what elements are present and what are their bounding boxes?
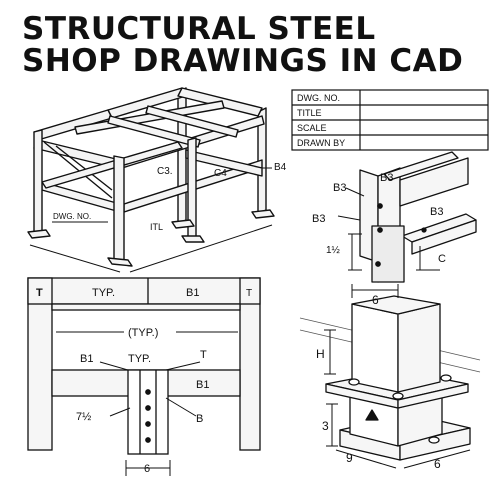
label-b1-left: B1: [80, 353, 93, 365]
label-dim-seven-half: 7½: [76, 411, 91, 423]
title-block-row-title: TITLE: [297, 108, 322, 118]
label-b1-top: B1: [186, 287, 199, 299]
title-block-row-scale: SCALE: [297, 123, 327, 133]
beam-top: [27, 277, 261, 305]
label-typ-mid: TYP.: [128, 353, 151, 365]
bolt-icon: [145, 405, 151, 411]
label-b: B: [196, 413, 203, 425]
label-c3: C3.: [157, 166, 173, 177]
base-plate-4: [251, 209, 275, 219]
label-dim-top: 6: [372, 293, 379, 307]
base-plate-3: [181, 235, 205, 243]
connection-dimension-lines: [337, 187, 440, 271]
label-typ-top: TYP.: [92, 287, 115, 299]
label-b3-top-left: B3: [333, 182, 346, 194]
label-dim-one-half: 1½: [326, 245, 341, 256]
anchor-bolt-icon: [392, 392, 404, 400]
bolt-icon: [377, 227, 383, 233]
beam-top-web: [399, 157, 469, 207]
base-plate-side: [397, 383, 469, 409]
beam-secondary: [51, 303, 241, 311]
label-b3-top-right: B3: [380, 172, 393, 184]
title-block-row-drawn-by: DRAWN BY: [297, 138, 345, 148]
column-front: [351, 303, 399, 393]
connection-detail: [359, 151, 477, 283]
frame-dimension-lines: [29, 167, 273, 273]
bolt-icon: [375, 261, 381, 267]
column-front-left: [33, 129, 43, 235]
column-left: [27, 277, 53, 451]
beam-mid-left: [41, 141, 183, 189]
bearing-symbol-icon: [365, 409, 379, 421]
label-b3-mid-left: B3: [312, 213, 325, 225]
label-t-left: T: [36, 287, 43, 299]
anchor-bolt-icon: [348, 378, 360, 386]
beam-mid-back: [185, 149, 263, 177]
base-plate-detail: [299, 295, 481, 461]
label-b3-right: B3: [430, 206, 443, 218]
label-typ-paren: (TYP.): [128, 327, 158, 339]
column-front-center: [113, 155, 125, 263]
title-block-row-dwg-no: DWG. NO.: [297, 93, 340, 103]
beam-top-flange: [383, 151, 459, 181]
title-block: [291, 89, 489, 151]
base-plate-2: [107, 257, 133, 267]
label-c: C: [438, 253, 446, 265]
label-t-right: T: [246, 288, 252, 299]
joist-top-3: [145, 105, 239, 138]
page-title-line-1: STRUCTURAL STEEL: [22, 11, 376, 47]
brace-left: [43, 141, 113, 199]
bolt-icon: [145, 421, 151, 427]
page-title-line-2: SHOP DRAWINGS IN CAD: [22, 43, 464, 79]
clip-plate: [371, 225, 405, 283]
label-c4: C4: [214, 168, 227, 179]
elevation-dimension-lines: [56, 331, 238, 476]
anchor-bolt-icon: [428, 436, 440, 444]
joist-top-2: [107, 115, 201, 148]
bolt-icon: [145, 437, 151, 443]
elevation-view: [27, 277, 261, 455]
column-side: [397, 303, 441, 393]
base-plate-1: [27, 229, 51, 239]
joist-top-1: [74, 100, 225, 135]
label-dim-six: 6: [144, 463, 150, 475]
label-dwg-no: DWG. NO.: [53, 212, 91, 221]
label-dim-three: 3: [322, 419, 329, 433]
column-top: [351, 295, 441, 315]
bolt-icon: [421, 227, 427, 233]
label-t-mid: T: [200, 349, 207, 361]
isometric-frame: [27, 87, 275, 267]
label-dim-six-right: 6: [434, 457, 441, 471]
label-dim-nine: 9: [346, 451, 353, 465]
label-b4: B4: [274, 162, 287, 173]
base-block-side: [399, 427, 471, 461]
base-plate-dimension-lines: [324, 284, 471, 469]
label-itl: ITL: [150, 222, 163, 232]
label-h: H: [316, 347, 325, 361]
bolt-icon: [145, 389, 151, 395]
anchor-bolt-icon: [440, 374, 452, 382]
bolt-icon: [377, 203, 383, 209]
label-b1-right: B1: [196, 379, 209, 391]
